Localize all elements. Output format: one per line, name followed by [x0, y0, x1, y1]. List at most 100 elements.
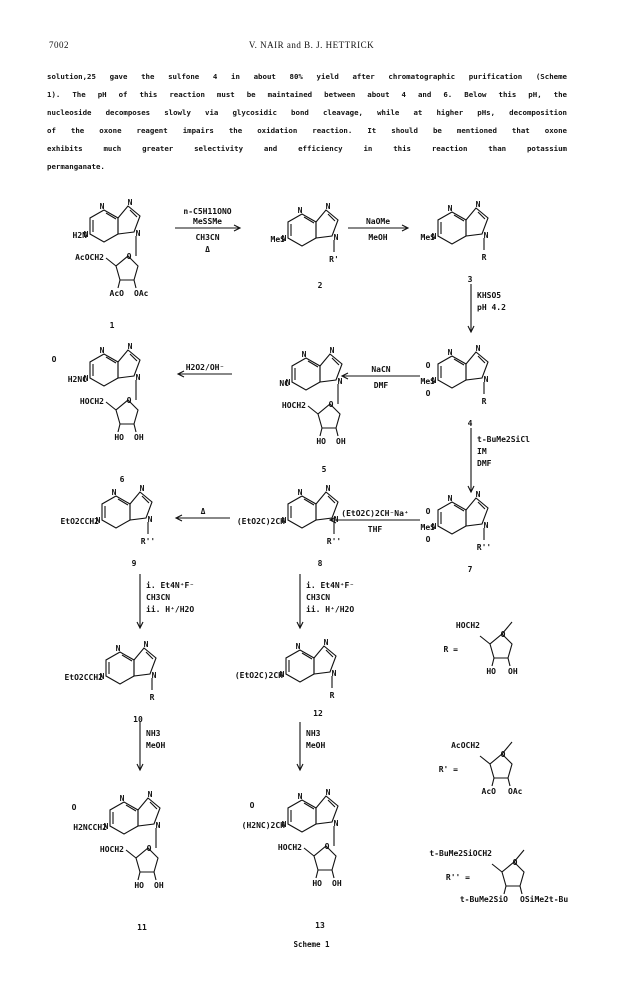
compound-c8-pyrimidine-ring — [287, 495, 317, 529]
compound-c4-pyrimidine-ring — [437, 355, 467, 389]
compound-c7-pyrimidine-ring — [437, 501, 467, 535]
compound-c3-atom-n: N — [432, 232, 437, 241]
compound-c6-number: 6 — [120, 475, 125, 484]
compound-c4-double-bond — [453, 358, 465, 366]
compound-c5-atom-n: N — [286, 378, 291, 387]
compound-c3-number: 3 — [468, 275, 473, 284]
definition-r-ch2-group: HOCH2 — [456, 621, 480, 630]
compound-c4-atom-n: N — [432, 376, 437, 385]
arrow-10-to-11-head — [136, 763, 144, 772]
compound-c6-imidazole-ring — [117, 349, 141, 379]
definition-r1-bond — [501, 741, 513, 755]
definition-r2-ch2-group: t-BuMe2SiOCH2 — [429, 848, 492, 858]
arrow-9-to-10-head — [136, 621, 144, 630]
compound-c1-substituent: H2N — [73, 231, 88, 240]
compound-c7-number: 7 — [468, 565, 473, 574]
compound-c11-imidazole-ring — [137, 797, 161, 827]
reagent-r1: CH3CN — [195, 233, 219, 242]
compound-c13-ch2-group: HOCH2 — [278, 843, 302, 852]
definition-r-sugar-ring — [489, 633, 513, 659]
compound-c13-bond — [331, 869, 335, 879]
definition-r-ring-oxygen: O — [501, 630, 506, 639]
compound-c11-ch2-group: HOCH2 — [100, 845, 124, 854]
definition-r1-hydroxyl: AcO — [482, 787, 497, 796]
reagent-r6: t-BuMe2SiCl — [477, 434, 530, 444]
compound-c1-pyrimidine-ring — [89, 209, 119, 243]
arrow-5-to-6-head — [176, 370, 185, 378]
reagent-r9: CH3CN — [146, 593, 170, 602]
compound-c10-r-group: R — [150, 693, 155, 702]
arrow-1-to-2-head — [233, 224, 242, 232]
compound-c3-atom-n: N — [448, 204, 453, 213]
reagent-r2: NaOMe — [366, 217, 390, 226]
compound-c3-double-bond — [477, 211, 486, 220]
reagent-r1: n-C5H11ONO — [183, 207, 231, 216]
compound-c12-imidazole-ring — [313, 645, 337, 675]
compound-c7-atom-n: N — [448, 494, 453, 503]
compound-c4-oxo: O — [426, 361, 431, 370]
reagent-r10: CH3CN — [306, 593, 330, 602]
compound-c13-atom-n: N — [334, 819, 339, 828]
compound-c13-pyrimidine-ring — [287, 799, 317, 833]
compound-c10-imidazole-ring — [133, 647, 157, 677]
compound-c13-sugar-ring — [313, 845, 337, 871]
compound-c2-r-group: R' — [329, 255, 339, 264]
compound-c6-bond — [105, 401, 117, 411]
definition-r2-bond — [513, 849, 525, 863]
compound-c4-atom-n: N — [484, 375, 489, 384]
compound-c13-hydroxyl: OH — [332, 879, 342, 888]
compound-c4-r-group: R — [482, 397, 487, 406]
compound-c7-oxo: O — [426, 535, 431, 544]
compound-c1-ch2-group: AcOCH2 — [75, 253, 104, 262]
compound-c2-pyrimidine-ring — [287, 213, 317, 247]
compound-c10-double-bond — [145, 651, 154, 660]
compound-c6-sugar-ring — [115, 399, 139, 425]
compound-c11-bond — [125, 849, 137, 859]
compound-c5-double-bond — [307, 360, 319, 368]
compound-c2-atom-n: N — [298, 206, 303, 215]
definition-r-bond — [507, 657, 511, 667]
compound-c5-pyrimidine-ring — [291, 357, 321, 391]
compound-c9-atom-n: N — [140, 484, 145, 493]
compound-c11-ring-oxygen: O — [147, 844, 152, 853]
compound-c2-double-bond — [303, 216, 315, 224]
definition-r2-hydroxyl: t-BuMe2SiO — [460, 894, 508, 904]
reagent-r11: NH3 — [146, 729, 161, 738]
compound-c7-atom-n: N — [432, 522, 437, 531]
compound-c2-atom-n: N — [282, 234, 287, 243]
reagent-r7: (EtO2C)2CH⁻Na⁺ — [341, 509, 408, 518]
compound-c5-substituent: NC — [279, 379, 289, 388]
compound-c11-substituent: H2NCCH2 — [73, 823, 107, 832]
compound-c6-bond — [133, 423, 137, 433]
compound-c9-number: 9 — [132, 559, 137, 568]
compound-c7-oxo: O — [426, 507, 431, 516]
running-head: V. NAIR and B. J. HETTRICK — [248, 40, 375, 50]
reagent-r1: MeSSMe — [193, 217, 222, 226]
text-line: of the oxone reagent impairs the oxidati… — [47, 126, 567, 135]
compound-c11-atom-n: N — [148, 790, 153, 799]
compound-c11-sugar-ring — [135, 847, 159, 873]
compound-c13-imidazole-ring — [315, 795, 339, 825]
compound-c9-imidazole-ring — [129, 491, 153, 521]
compound-c10-atom-n: N — [152, 671, 157, 680]
definition-r-hydroxyl: HO — [486, 667, 496, 676]
compound-c8-double-bond — [303, 498, 315, 506]
compound-c5-ring-oxygen: O — [329, 400, 334, 409]
arrow-8-to-9-head — [174, 514, 183, 522]
compound-c13-bond — [303, 847, 315, 857]
definition-r1-bond — [479, 755, 491, 765]
compound-c7-atom-n: N — [484, 521, 489, 530]
compound-c5-sugar-ring — [317, 403, 341, 429]
compound-c1-number: 1 — [110, 321, 115, 330]
compound-c4-number: 4 — [468, 419, 473, 428]
compound-c11-atom-n: N — [156, 821, 161, 830]
compound-c1-hydroxyl: AcO — [110, 289, 125, 298]
compound-c11-bond — [153, 871, 157, 881]
compound-c9-atom-n: N — [112, 488, 117, 497]
compound-c2-atom-n: N — [334, 233, 339, 242]
compound-c4-imidazole-ring — [465, 351, 489, 381]
compound-c5-atom-n: N — [330, 346, 335, 355]
compound-c1-double-bond — [129, 209, 138, 218]
text-line: permanganate. — [47, 162, 105, 171]
compound-c11-hydroxyl: OH — [154, 881, 164, 890]
